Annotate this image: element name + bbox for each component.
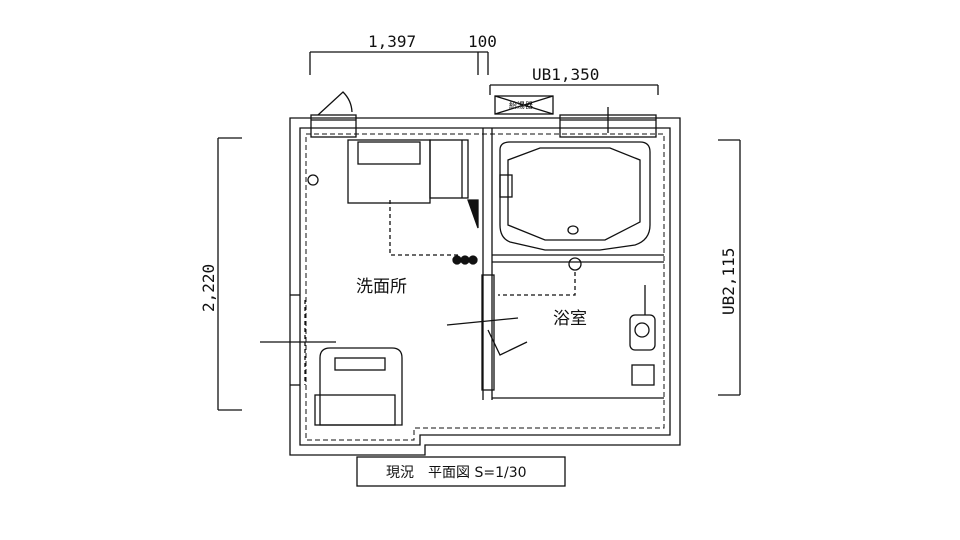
dim-2220: 2,220: [199, 264, 218, 312]
walls: [289, 117, 681, 456]
washing-machine: [260, 341, 403, 426]
dim-1397: 1,397: [368, 32, 416, 51]
dimension-right: UB2,115: [718, 139, 741, 396]
dimension-left: 2,220: [199, 137, 242, 411]
room-label-bathroom: 浴室: [553, 309, 587, 329]
bathtub: [492, 141, 664, 296]
drawing-title: 現況 平面図 S=1/30: [356, 456, 566, 487]
bathroom-door: [446, 274, 528, 391]
dimension-top: 1,397 100 UB1,350: [309, 32, 659, 95]
windows: [310, 91, 657, 138]
water-heater-label: 給湯器: [509, 100, 533, 110]
shower: [629, 285, 656, 386]
drawing-title-text: 現況 平面図 S=1/30: [386, 465, 527, 481]
dim-100: 100: [468, 32, 497, 51]
vanity: [307, 139, 479, 265]
dim-ub2115: UB2,115: [719, 248, 738, 315]
water-heater: 給湯器: [494, 95, 554, 115]
dim-ub1350: UB1,350: [532, 65, 599, 84]
room-label-washroom: 洗面所: [356, 277, 407, 297]
